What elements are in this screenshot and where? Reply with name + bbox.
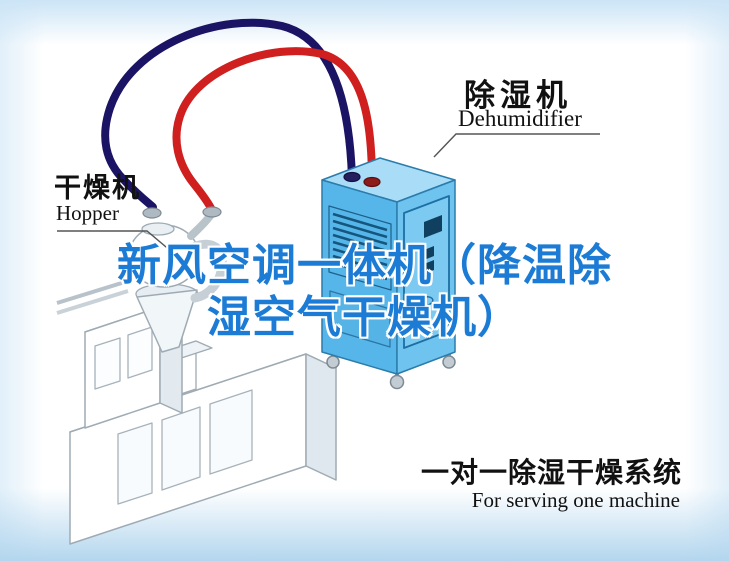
tie-bar (56, 279, 129, 305)
dehumidifier-pointer-line (433, 133, 600, 158)
cabinet-door (161, 406, 201, 491)
page-title-line2: 湿空气干燥机） (207, 291, 522, 343)
vent-slat (332, 247, 388, 267)
page-title-line1: 新风空调一体机（降温除 (117, 240, 612, 291)
hopper-pot-lid (141, 222, 175, 236)
elbow-tube (187, 212, 214, 240)
footer-caption-en: For serving one machine (471, 488, 680, 512)
vent-slat (332, 226, 388, 246)
connection-pipes (101, 18, 376, 214)
brand-logo-oval (410, 295, 434, 309)
dry-air-port (363, 176, 381, 188)
hopper-dryer-machine (56, 206, 337, 545)
hopper-label-en: Hopper (56, 201, 119, 225)
footer-caption-zh: 一对一除湿干燥系统 (420, 456, 682, 489)
cabinet-door (209, 389, 253, 475)
cabinet-door (117, 422, 153, 505)
panel-button (424, 260, 434, 274)
dry-air-pipe (172, 47, 376, 214)
vent-slat (332, 261, 388, 281)
return-air-pipe (101, 18, 356, 211)
machine-base-end (305, 353, 337, 481)
tie-bar (56, 289, 129, 315)
lower-access-panel (329, 290, 391, 348)
vent-frame (328, 205, 392, 291)
dehumidifier-label-zh: 除湿机 (464, 78, 572, 114)
platen-frame (127, 326, 153, 379)
dehumidifier-unit (321, 157, 456, 390)
dehumidifier-label-en: Dehumidifier (458, 106, 582, 131)
hopper-pointer-line (57, 230, 173, 253)
control-display (424, 215, 442, 238)
caster-wheel (442, 355, 456, 369)
caster-wheel (326, 355, 340, 369)
vent-slat (332, 254, 388, 274)
vent-grille (328, 205, 392, 291)
conveying-duct (188, 239, 227, 303)
pipe-fitting (202, 206, 222, 218)
pipe-fitting (142, 207, 162, 219)
caster-wheel (389, 374, 405, 390)
vent-slat (332, 233, 388, 253)
vent-slat (332, 212, 388, 232)
return-air-port (343, 171, 361, 183)
panel-button (424, 246, 434, 260)
hopper-funnel (136, 289, 198, 353)
page-title: 新风空调一体机（降温除 湿空气干燥机） (30, 240, 699, 344)
platen-frame (94, 337, 121, 390)
vent-slat (332, 240, 388, 260)
vent-slat (332, 219, 388, 239)
hopper-label-zh: 干燥机 (54, 173, 141, 204)
